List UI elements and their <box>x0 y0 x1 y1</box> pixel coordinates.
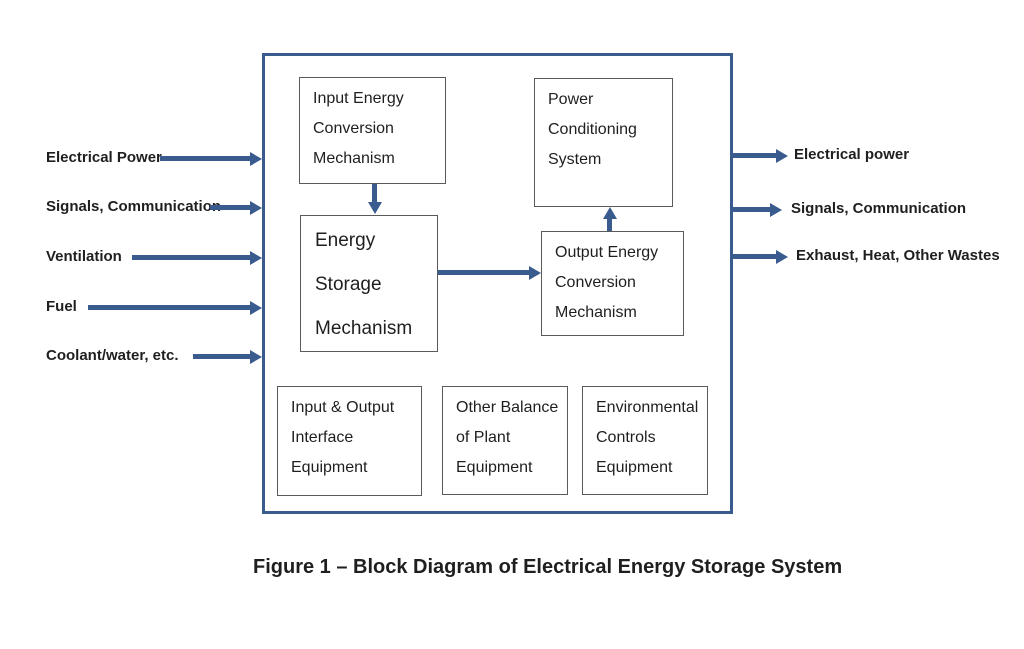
input-arrow-signals-communication <box>210 205 250 210</box>
input-label-ventilation: Ventilation <box>46 248 122 265</box>
input-label-electrical-power: Electrical Power <box>46 149 162 166</box>
block-power-conditioning-system: Power Conditioning System <box>534 78 673 207</box>
input-arrow-fuel <box>88 305 250 310</box>
output-arrow-exhaust-heat-wastes <box>733 254 776 259</box>
block-other-balance-of-plant-equipment: Other Balance of Plant Equipment <box>442 386 568 495</box>
output-arrow-signals-communication <box>733 207 770 212</box>
input-arrow-coolant-water <box>193 354 250 359</box>
block-environmental-controls-equipment: Environmental Controls Equipment <box>582 386 708 495</box>
input-arrow-electrical-power <box>160 156 250 161</box>
block-energy-storage-mechanism: Energy Storage Mechanism <box>300 215 438 352</box>
output-label-signals-communication: Signals, Communication <box>791 200 967 217</box>
block-output-energy-conversion-mechanism: Output Energy Conversion Mechanism <box>541 231 684 336</box>
input-label-fuel: Fuel <box>46 298 77 315</box>
block-input-energy-conversion-mechanism: Input Energy Conversion Mechanism <box>299 77 446 184</box>
output-arrow-electrical-power <box>733 153 776 158</box>
flow-arrow-output-conversion-to-power-conditioning <box>607 219 612 231</box>
flow-arrow-input-conversion-to-storage <box>372 184 377 202</box>
figure-caption: Figure 1 – Block Diagram of Electrical E… <box>253 556 843 578</box>
input-label-signals-communication: Signals, Communication <box>46 198 222 215</box>
flow-arrow-storage-to-output-conversion <box>438 270 529 275</box>
output-label-electrical-power: Electrical power <box>794 146 910 163</box>
block-input-output-interface-equipment: Input & Output Interface Equipment <box>277 386 422 496</box>
output-label-exhaust-heat-wastes: Exhaust, Heat, Other Wastes <box>796 247 1000 264</box>
input-label-coolant-water: Coolant/water, etc. <box>46 347 179 364</box>
input-arrow-ventilation <box>132 255 250 260</box>
